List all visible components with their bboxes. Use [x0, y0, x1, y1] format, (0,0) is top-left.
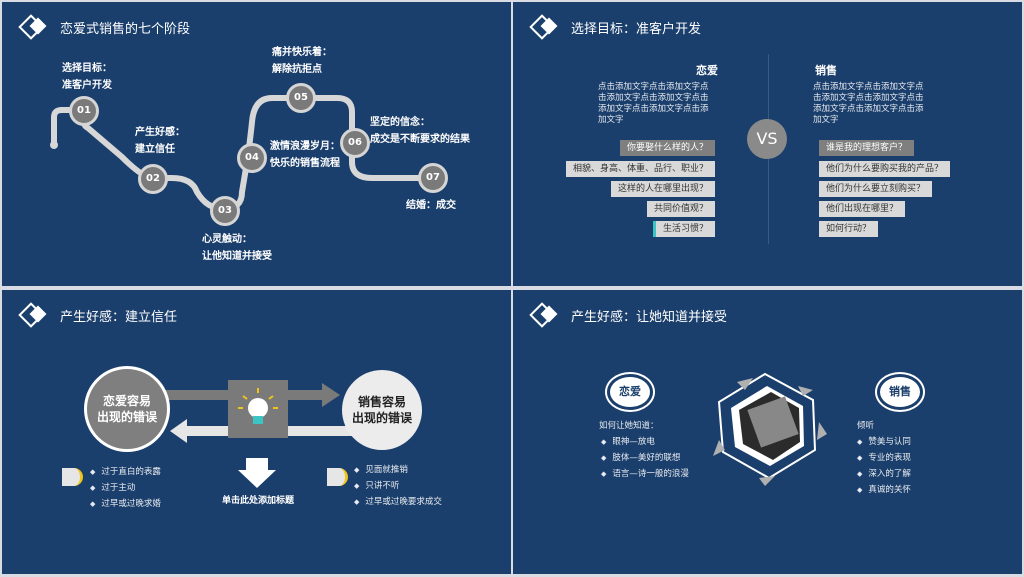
stage-number-02: 02 [138, 164, 168, 194]
list-item: 见面就推销 [354, 462, 442, 478]
slide-title: 选择目标：准客户开发 [571, 21, 702, 37]
left-tag-5: 生活习惯？ [652, 221, 715, 237]
slide-prospecting[interactable]: 选择目标：准客户开发 恋爱 销售 点击添加文字点击添加文字点击添加文字点击添加文… [513, 2, 1022, 286]
right-paragraph: 点击添加文字点击添加文字点击添加文字点击添加文字点击添加文字点击添加文字点击添加… [813, 82, 924, 125]
list-item: 赞美与认同 [857, 434, 911, 450]
list-item: 过于主动 [90, 480, 161, 496]
list-item: 过早或过晚求婚 [90, 496, 161, 512]
list-item: 眼神—放电 [601, 434, 689, 450]
right-tag-5: 如何行动？ [819, 221, 879, 237]
lightbulb-icon [238, 388, 278, 424]
list-item: 深入的了解 [857, 466, 911, 482]
stage-label-02: 产生好感：建立信任 [135, 127, 185, 155]
right-tag-2: 他们为什么要购买我的产品？ [819, 161, 951, 177]
left-intro: 如何让她知道： [599, 421, 659, 431]
slide-seven-stages[interactable]: 恋爱式销售的七个阶段 01 02 03 04 05 06 07 选择目标：准客户… [2, 2, 511, 286]
stage-number-05: 05 [286, 83, 316, 113]
right-heading: 销售 [815, 64, 837, 77]
slide-let-her-know[interactable]: 产生好感：让她知道并接受 恋爱 销售 如何让她知道： 眼神—放电 肢体—美好的联… [513, 290, 1022, 574]
right-marker-icon [327, 468, 348, 486]
list-item: 过于直白的表露 [90, 464, 161, 480]
right-list: 倾听 赞美与认同 专业的表现 深入的了解 真诚的关怀 [857, 418, 911, 498]
list-item: 倾听 [857, 421, 875, 431]
left-tag-4: 共同价值观？ [646, 201, 715, 217]
stage-label-07: 结婚：成交 [406, 200, 456, 211]
left-paragraph: 点击添加文字点击添加文字点击添加文字点击添加文字点击添加文字点击添加文字点击添加… [598, 82, 709, 125]
right-mistakes-list: 见面就推销 只讲不听 过早或过晚要求成交 [354, 462, 442, 510]
slide-title: 恋爱式销售的七个阶段 [60, 21, 191, 37]
center-title[interactable]: 单击此处添加标题 [222, 496, 295, 506]
love-bubble: 恋爱 [607, 374, 653, 410]
list-item: 肢体—美好的联想 [601, 450, 689, 466]
stage-label-01: 选择目标：准客户开发 [62, 63, 112, 91]
stage-label-03: 心灵触动：让他知道并接受 [202, 234, 272, 262]
slide-build-trust[interactable]: 产生好感：建立信任 恋爱容易 出现的错误 销售容易 出现的错误 单击此处添加标题… [2, 290, 511, 574]
love-mistakes-circle: 恋爱容易 出现的错误 [84, 366, 170, 452]
slide-header: 产生好感：建立信任 [18, 302, 178, 328]
slide-header: 选择目标：准客户开发 [529, 14, 702, 40]
list-item: 过早或过晚要求成交 [354, 494, 442, 510]
stage-label-04: 激情浪漫岁月：快乐的销售流程 [270, 141, 340, 169]
stage-number-06: 06 [340, 128, 370, 158]
right-tag-4: 他们出现在哪里？ [819, 201, 906, 217]
stage-label-05: 痛并快乐着：解除抗拒点 [272, 47, 332, 75]
hexagon-graphic [713, 372, 827, 486]
left-list: 如何让她知道： 眼神—放电 肢体—美好的联想 语言—诗一般的浪漫 [599, 418, 689, 482]
left-heading: 恋爱 [696, 64, 718, 77]
list-item: 语言—诗一般的浪漫 [601, 466, 689, 482]
list-item: 真诚的关怀 [857, 482, 911, 498]
list-item: 只讲不听 [354, 478, 442, 494]
left-mistakes-list: 过于直白的表露 过于主动 过早或过晚求婚 [90, 464, 161, 512]
list-item: 专业的表现 [857, 450, 911, 466]
slide-header: 产生好感：让她知道并接受 [529, 302, 728, 328]
vs-badge: VS [747, 119, 787, 159]
stage-number-07: 07 [418, 163, 448, 193]
stage-number-01: 01 [69, 96, 99, 126]
sales-bubble: 销售 [877, 374, 923, 410]
left-tag-2: 相貌、身高、体重、品行、职业？ [565, 161, 715, 177]
left-tag-1: 你要娶什么样的人？ [619, 140, 715, 156]
lightbulb-box [228, 380, 288, 438]
left-tag-3: 这样的人在哪里出现？ [610, 181, 715, 197]
sales-mistakes-circle: 销售容易 出现的错误 [342, 370, 422, 450]
stage-label-06: 坚定的信念：成交是不断要求的结果 [370, 117, 470, 145]
slide-header: 恋爱式销售的七个阶段 [18, 14, 191, 40]
left-marker-icon [62, 468, 83, 486]
slide-title: 产生好感：让她知道并接受 [571, 309, 728, 325]
stage-number-04: 04 [237, 143, 267, 173]
diamond-logo-icon [529, 14, 561, 40]
right-tag-1: 谁是我的理想客户？ [819, 140, 915, 156]
stage-number-03: 03 [210, 196, 240, 226]
right-tag-3: 他们为什么要立刻购买？ [819, 181, 933, 197]
slide-title: 产生好感：建立信任 [60, 309, 178, 325]
